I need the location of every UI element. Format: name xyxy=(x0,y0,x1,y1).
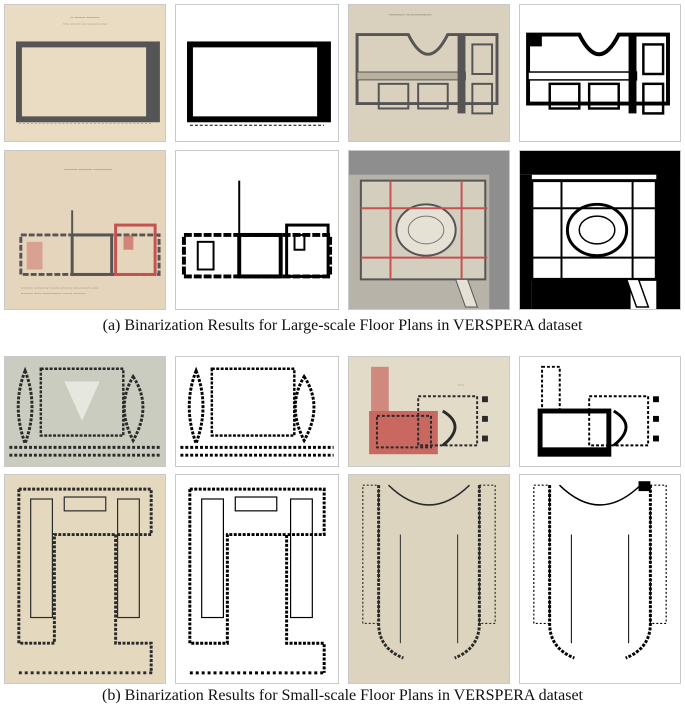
svg-text:~ ~~~~ ~~~~~: ~ ~~~~ ~~~~~ xyxy=(71,16,100,21)
caption-section-b: (b) Binarization Results for Small-scale… xyxy=(102,687,583,704)
svg-text:~~~~~ ~~~ ~~~~~~~~ ~~~~ ~~~~~: ~~~~~ ~~~ ~~~~~~~~ ~~~~ ~~~~~ xyxy=(21,291,86,296)
large-plan-2-binarized xyxy=(519,4,681,142)
small-plan-2-original: ~~~ xyxy=(348,356,510,467)
large-plan-1-original: ~ ~~~~ ~~~~~ ~~~ ~~~~~ ~~ ~~~~~~ ~~~ xyxy=(4,4,166,142)
large-plan-4-binarized xyxy=(519,150,681,310)
large-plan-1-binarized xyxy=(175,4,339,142)
small-plan-3-binarized xyxy=(175,474,339,684)
small-plan-1-original xyxy=(4,356,166,467)
svg-text:~~~ ~~~~~ ~~ ~~~~~~ ~~~: ~~~ ~~~~~ ~~ ~~~~~~ ~~~ xyxy=(63,22,108,27)
svg-text:~~~~~ ~~~~~~ ~~~~ ~~~~~ ~~~~~~: ~~~~~ ~~~~~~ ~~~~ ~~~~~ ~~~~~~~ ~~~ xyxy=(21,285,99,290)
large-plan-3-original: ~~~~~ ~~~~~ ~~~~~~~ ~~~~~ ~~~~~~ ~~~~ ~~… xyxy=(4,150,166,310)
caption-section-a: (a) Binarization Results for Large-scale… xyxy=(102,317,583,334)
svg-text:~~~~~ ~~~~~ ~~~~~~~: ~~~~~ ~~~~~ ~~~~~~~ xyxy=(64,168,112,173)
small-plan-4-binarized xyxy=(519,474,681,684)
small-plan-1-binarized xyxy=(175,356,339,467)
large-plan-3-binarized xyxy=(175,150,339,310)
svg-text:~~~: ~~~ xyxy=(457,383,464,387)
small-plan-3-original xyxy=(4,474,166,684)
svg-text:~~~~~ ~~~~~~~~: ~~~~~ ~~~~~~~~ xyxy=(389,13,433,19)
large-plan-4-original xyxy=(348,150,510,310)
small-plan-4-original xyxy=(348,474,510,684)
small-plan-2-binarized xyxy=(519,356,681,467)
large-plan-2-original: ~~~~~ ~~~~~~~~ xyxy=(348,4,510,142)
